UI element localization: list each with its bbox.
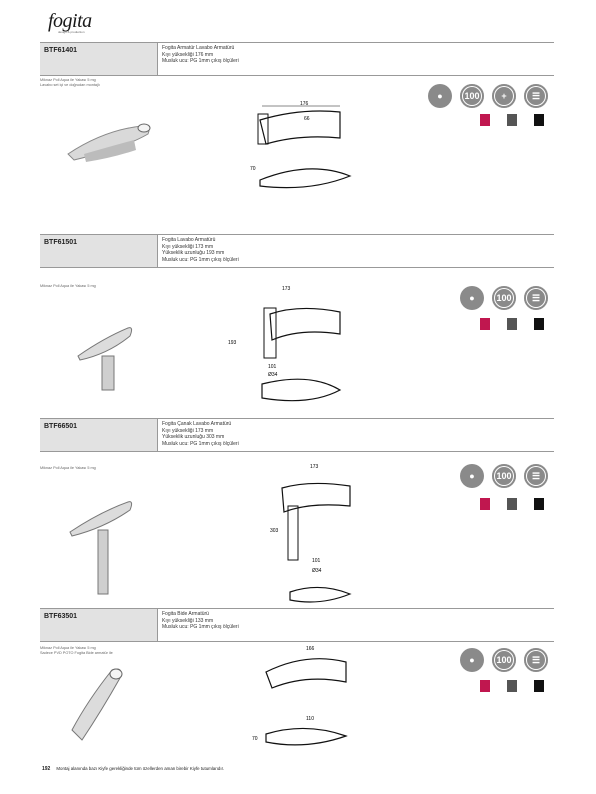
color-swatch <box>534 114 544 126</box>
brand-logo: fogita <box>48 10 92 32</box>
product-note: Miknaz Poll Aqua ile Yakası 5 mg Sadece … <box>40 646 113 655</box>
dim-depth: 101 <box>268 364 277 370</box>
technical-drawing: 173 303 101 Ø34 <box>270 464 352 603</box>
aerator-icon: ● <box>428 84 452 108</box>
plus-icon: + <box>492 84 516 108</box>
dim-depth: 101 <box>312 558 321 564</box>
product-section-3: BTF66501 Fogita Çanak Lavabo Armatürü Kı… <box>40 418 554 606</box>
product-code: BTF61401 <box>40 43 158 75</box>
product-header: BTF66501 Fogita Çanak Lavabo Armatürü Kı… <box>40 418 554 452</box>
dim-diameter: Ø34 <box>268 372 278 378</box>
dim-side: 70 <box>250 166 256 172</box>
product-code: BTF61501 <box>40 235 158 267</box>
color-swatch <box>480 114 490 126</box>
product-photo <box>77 327 133 391</box>
dim-depth: 66 <box>304 116 310 122</box>
hand-icon: ☰ <box>524 84 548 108</box>
product-description: Fogita Bide Armatürü Kıyı yüksekliği 133… <box>162 611 239 630</box>
product-note: Miknaz Poll Aqua ile Yakası 5 mg <box>40 284 96 288</box>
product-header: BTF61501 Fogita Lavabo Armatürü Kıyı yük… <box>40 234 554 268</box>
aerator-icon: ● <box>460 464 484 488</box>
dim-depth: 110 <box>306 716 314 722</box>
brand-tagline: design & production <box>58 30 85 34</box>
hand-icon: ☰ <box>524 648 548 672</box>
product-photo <box>71 668 123 741</box>
product-description: Fogita Armatür Lavabo Armatürü Kıyı yüks… <box>162 45 239 64</box>
hand-icon: ☰ <box>524 286 548 310</box>
product-section-1: BTF61401 Fogita Armatür Lavabo Armatürü … <box>40 42 554 232</box>
technical-drawing: 176 66 70 <box>250 101 352 189</box>
color-swatch <box>534 680 544 692</box>
product-code: BTF63501 <box>40 609 158 641</box>
page-number: 192 <box>42 766 51 772</box>
dim-height: 193 <box>228 340 237 346</box>
product-header: BTF63501 Fogita Bide Armatürü Kıyı yükse… <box>40 608 554 642</box>
flow-100-icon: 100 <box>492 464 516 488</box>
page-footer: 192 Montaj alanında bazı Kiyfe gerekliğin… <box>42 766 224 772</box>
technical-drawing: 173 193 101 Ø34 <box>228 286 342 402</box>
dim-diameter: Ø34 <box>312 568 322 574</box>
product-photo <box>69 501 133 595</box>
product-code: BTF66501 <box>40 419 158 451</box>
aerator-icon: ● <box>460 286 484 310</box>
flow-100-icon: 100 <box>460 84 484 108</box>
dim-width: 173 <box>310 464 319 470</box>
product-section-2: BTF61501 Fogita Lavabo Armatürü Kıyı yük… <box>40 234 554 416</box>
product-note: Miknaz Poll Aqua ile Yakası 5 mg Lavabo … <box>40 78 100 87</box>
product-description: Fogita Lavabo Armatürü Kıyı yüksekliği 1… <box>162 237 239 263</box>
product-photo <box>67 123 151 162</box>
dim-height: 303 <box>270 528 279 534</box>
hand-icon: ☰ <box>524 464 548 488</box>
color-swatch <box>534 318 544 330</box>
dim-side: 70 <box>252 736 258 742</box>
flow-100-icon: 100 <box>492 286 516 310</box>
dim-width: 173 <box>282 286 291 292</box>
product-header: BTF61401 Fogita Armatür Lavabo Armatürü … <box>40 42 554 76</box>
aerator-icon: ● <box>460 648 484 672</box>
flow-100-icon: 100 <box>492 648 516 672</box>
color-swatch <box>480 318 490 330</box>
product-note: Miknaz Poll Aqua ile Yakası 5 mg <box>40 466 96 470</box>
color-swatch <box>480 498 490 510</box>
dim-width: 166 <box>306 646 315 652</box>
footer-note: Montaj alanında bazı Kiyfe gerekliğinde … <box>56 766 225 771</box>
color-swatch <box>507 498 517 510</box>
color-swatch <box>480 680 490 692</box>
product-section-4: BTF63501 Fogita Bide Armatürü Kıyı yükse… <box>40 608 554 758</box>
dim-width: 176 <box>300 101 309 107</box>
technical-drawing: 166 110 70 <box>252 646 348 746</box>
color-swatch <box>507 680 517 692</box>
color-swatch <box>507 114 517 126</box>
color-swatch <box>534 498 544 510</box>
color-swatch <box>507 318 517 330</box>
product-description: Fogita Çanak Lavabo Armatürü Kıyı yüksek… <box>162 421 239 447</box>
